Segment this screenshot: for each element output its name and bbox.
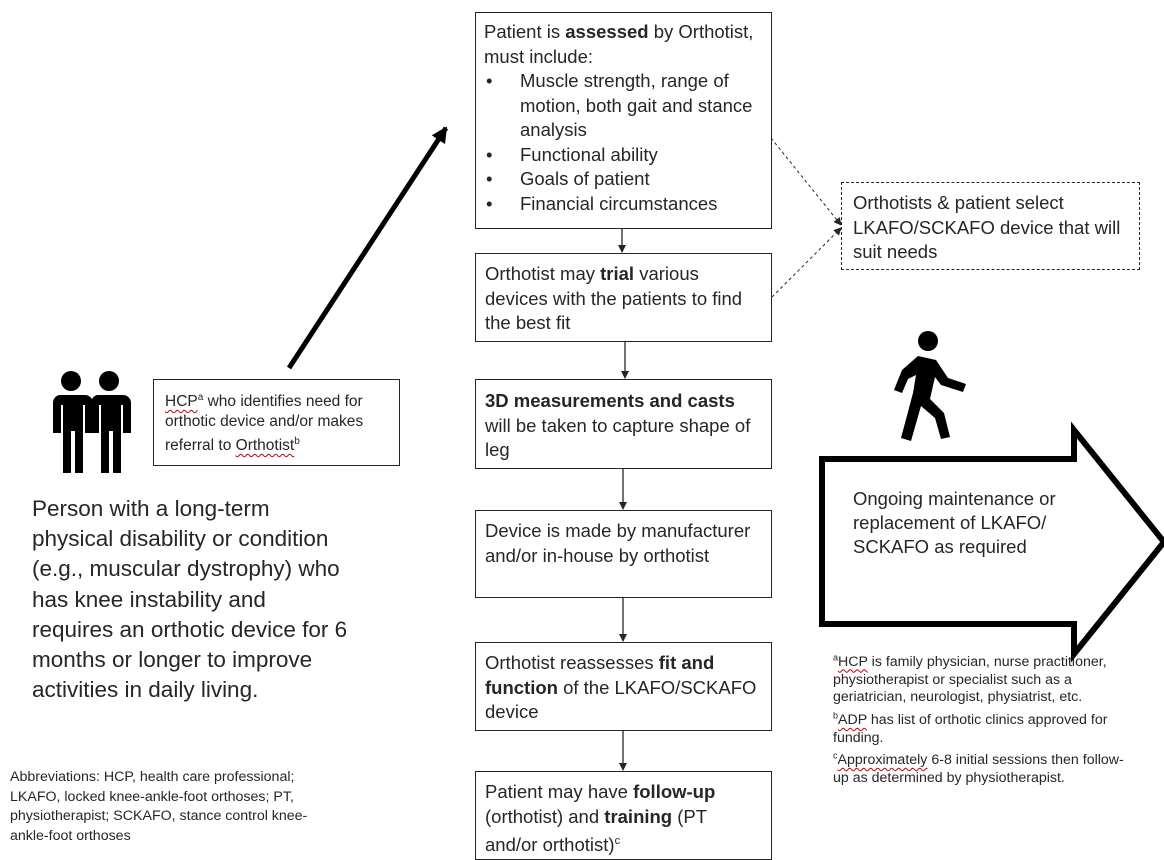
device-selection-box: Orthotists & patient select LKAFO/SCKAFO… — [841, 182, 1140, 270]
footnote-a: aHCP is family physician, nurse practiti… — [833, 652, 1107, 706]
hcp-abbr: HCP — [165, 393, 198, 411]
reassess-text-1: Orthotist reassesses — [485, 652, 659, 673]
maintenance-text: Ongoing maintenance or replacement of LK… — [853, 488, 1056, 557]
person-description: Person with a long-term physical disabil… — [32, 496, 348, 703]
hcp-text: who identifies need for orthotic device … — [165, 393, 364, 454]
measure-bold: 3D measurements and casts — [485, 390, 735, 411]
referral-arrow — [286, 126, 449, 370]
footnote-c-sup: c — [833, 750, 838, 761]
manufacture-box: Device is made by manufacturer and/or in… — [475, 510, 772, 598]
trial-bold: trial — [600, 263, 635, 284]
followup-text-1: Patient may have — [485, 781, 634, 802]
criteria-item: Financial circumstances — [484, 192, 763, 217]
assessment-box: Patient is assessed by Orthotist, must i… — [475, 12, 772, 229]
measurement-box: 3D measurements and casts will be taken … — [475, 379, 772, 469]
measure-text: will be taken to capture shape of leg — [485, 414, 751, 461]
trial-text-1: Orthotist may — [485, 263, 601, 284]
footnote-b-ref: b — [294, 435, 300, 447]
block-arrow-right — [819, 421, 1164, 663]
followup-box: Patient may have follow-up (orthotist) a… — [475, 771, 772, 860]
hcp-box: HCPa who identifies need for orthotic de… — [153, 379, 400, 466]
criteria-item: Muscle strength, range of motion, both g… — [484, 69, 763, 143]
followup-bold: follow-up — [633, 781, 716, 802]
walking-person-icon — [894, 331, 966, 441]
reassess-text-2: of the LKAFO/SCKAFO device — [485, 676, 757, 723]
footnote-a-hcp: HCP — [838, 653, 868, 670]
trial-box: Orthotist may trial various devices with… — [475, 253, 772, 342]
followup-text-3: (PT and/or orthotist) — [485, 805, 707, 856]
made-text: Device is made by manufacturer and/or in… — [485, 520, 751, 566]
footnote-c: cApproximately 6-8 initial sessions then… — [833, 750, 1124, 786]
criteria-item: Functional ability — [484, 143, 763, 168]
assess-text-2: by Orthotist, must include: — [484, 21, 754, 67]
footnote-a-sup: a — [833, 652, 839, 662]
hcp-orthotist: Orthotist — [235, 436, 295, 454]
footnote-b-sup: b — [833, 710, 839, 721]
flow-connectors — [618, 229, 629, 771]
training-bold: training — [604, 805, 673, 827]
followup-text-2: (orthotist) and — [485, 805, 605, 827]
footnote-b: bADP has list of orthotic clinics approv… — [833, 710, 1108, 746]
assess-bold: assessed — [565, 21, 649, 42]
select-text: Orthotists & patient select LKAFO/SCKAFO… — [853, 192, 1121, 262]
assess-text-1: Patient is — [484, 21, 566, 42]
footnote-c-approx: Approximately — [837, 752, 928, 769]
footnote-b-text: has list of orthotic clinics approved fo… — [833, 711, 1108, 746]
footnote-a-text: is family physician, nurse practitioner,… — [833, 653, 1107, 706]
reassess-box: Orthotist reassesses fit and function of… — [475, 642, 772, 731]
footnote-a-ref: a — [197, 392, 204, 403]
criteria-item: Goals of patient — [484, 167, 763, 192]
trial-text-2: various devices with the patients to fin… — [485, 263, 743, 333]
abbreviations: Abbreviations: HCP, health care professi… — [10, 769, 308, 844]
footnote-c-ref: c — [614, 835, 621, 847]
footnote-b-adp: ADP — [838, 711, 867, 728]
footnotes: aHCP is family physician, nurse practiti… — [833, 649, 1128, 788]
dotted-connectors — [770, 137, 842, 298]
footnote-c-text: 6-8 initial sessions then follow-up as d… — [833, 752, 1124, 786]
two-people-icon — [52, 371, 131, 473]
reassess-bold: fit and function — [485, 652, 715, 698]
assessment-criteria-list: Muscle strength, range of motion, both g… — [484, 69, 763, 216]
